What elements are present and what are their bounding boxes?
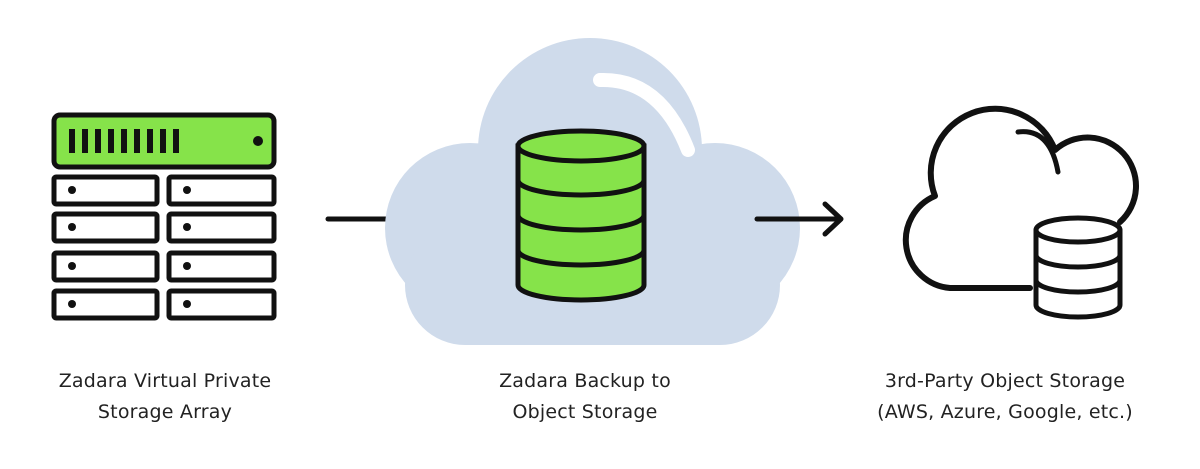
- server-power-led: [253, 136, 263, 146]
- caption-vpsa-line-2: Storage Array: [97, 401, 233, 423]
- caption-third-party-line-2: (AWS, Azure, Google, etc.): [877, 401, 1133, 423]
- server-rack-icon: [51, 112, 277, 321]
- cloud-storage-icon: [902, 105, 1139, 320]
- caption-third-party: 3rd-Party Object Storage (AWS, Azure, Go…: [835, 366, 1175, 428]
- cloud-inner-curve: [1015, 129, 1061, 175]
- caption-vpsa: Zadara Virtual Private Storage Array: [20, 366, 310, 428]
- cloud-highlight: [593, 72, 695, 157]
- server-drive-bays: [51, 174, 277, 321]
- caption-backup-line-2: Object Storage: [512, 401, 658, 423]
- database-green-icon: [515, 128, 647, 303]
- server-vent-slots: [69, 129, 179, 153]
- arrow-right-icon: [754, 201, 844, 237]
- outline-cloud: [902, 105, 1139, 291]
- server-drive-leds: [68, 186, 191, 308]
- caption-third-party-line-1: 3rd-Party Object Storage: [884, 370, 1126, 392]
- cloud-database-icon: [385, 38, 800, 345]
- caption-vpsa-line-1: Zadara Virtual Private: [58, 370, 272, 392]
- database-outline-icon: [1033, 215, 1123, 320]
- caption-backup-line-1: Zadara Backup to: [499, 370, 671, 392]
- caption-backup: Zadara Backup to Object Storage: [440, 366, 730, 428]
